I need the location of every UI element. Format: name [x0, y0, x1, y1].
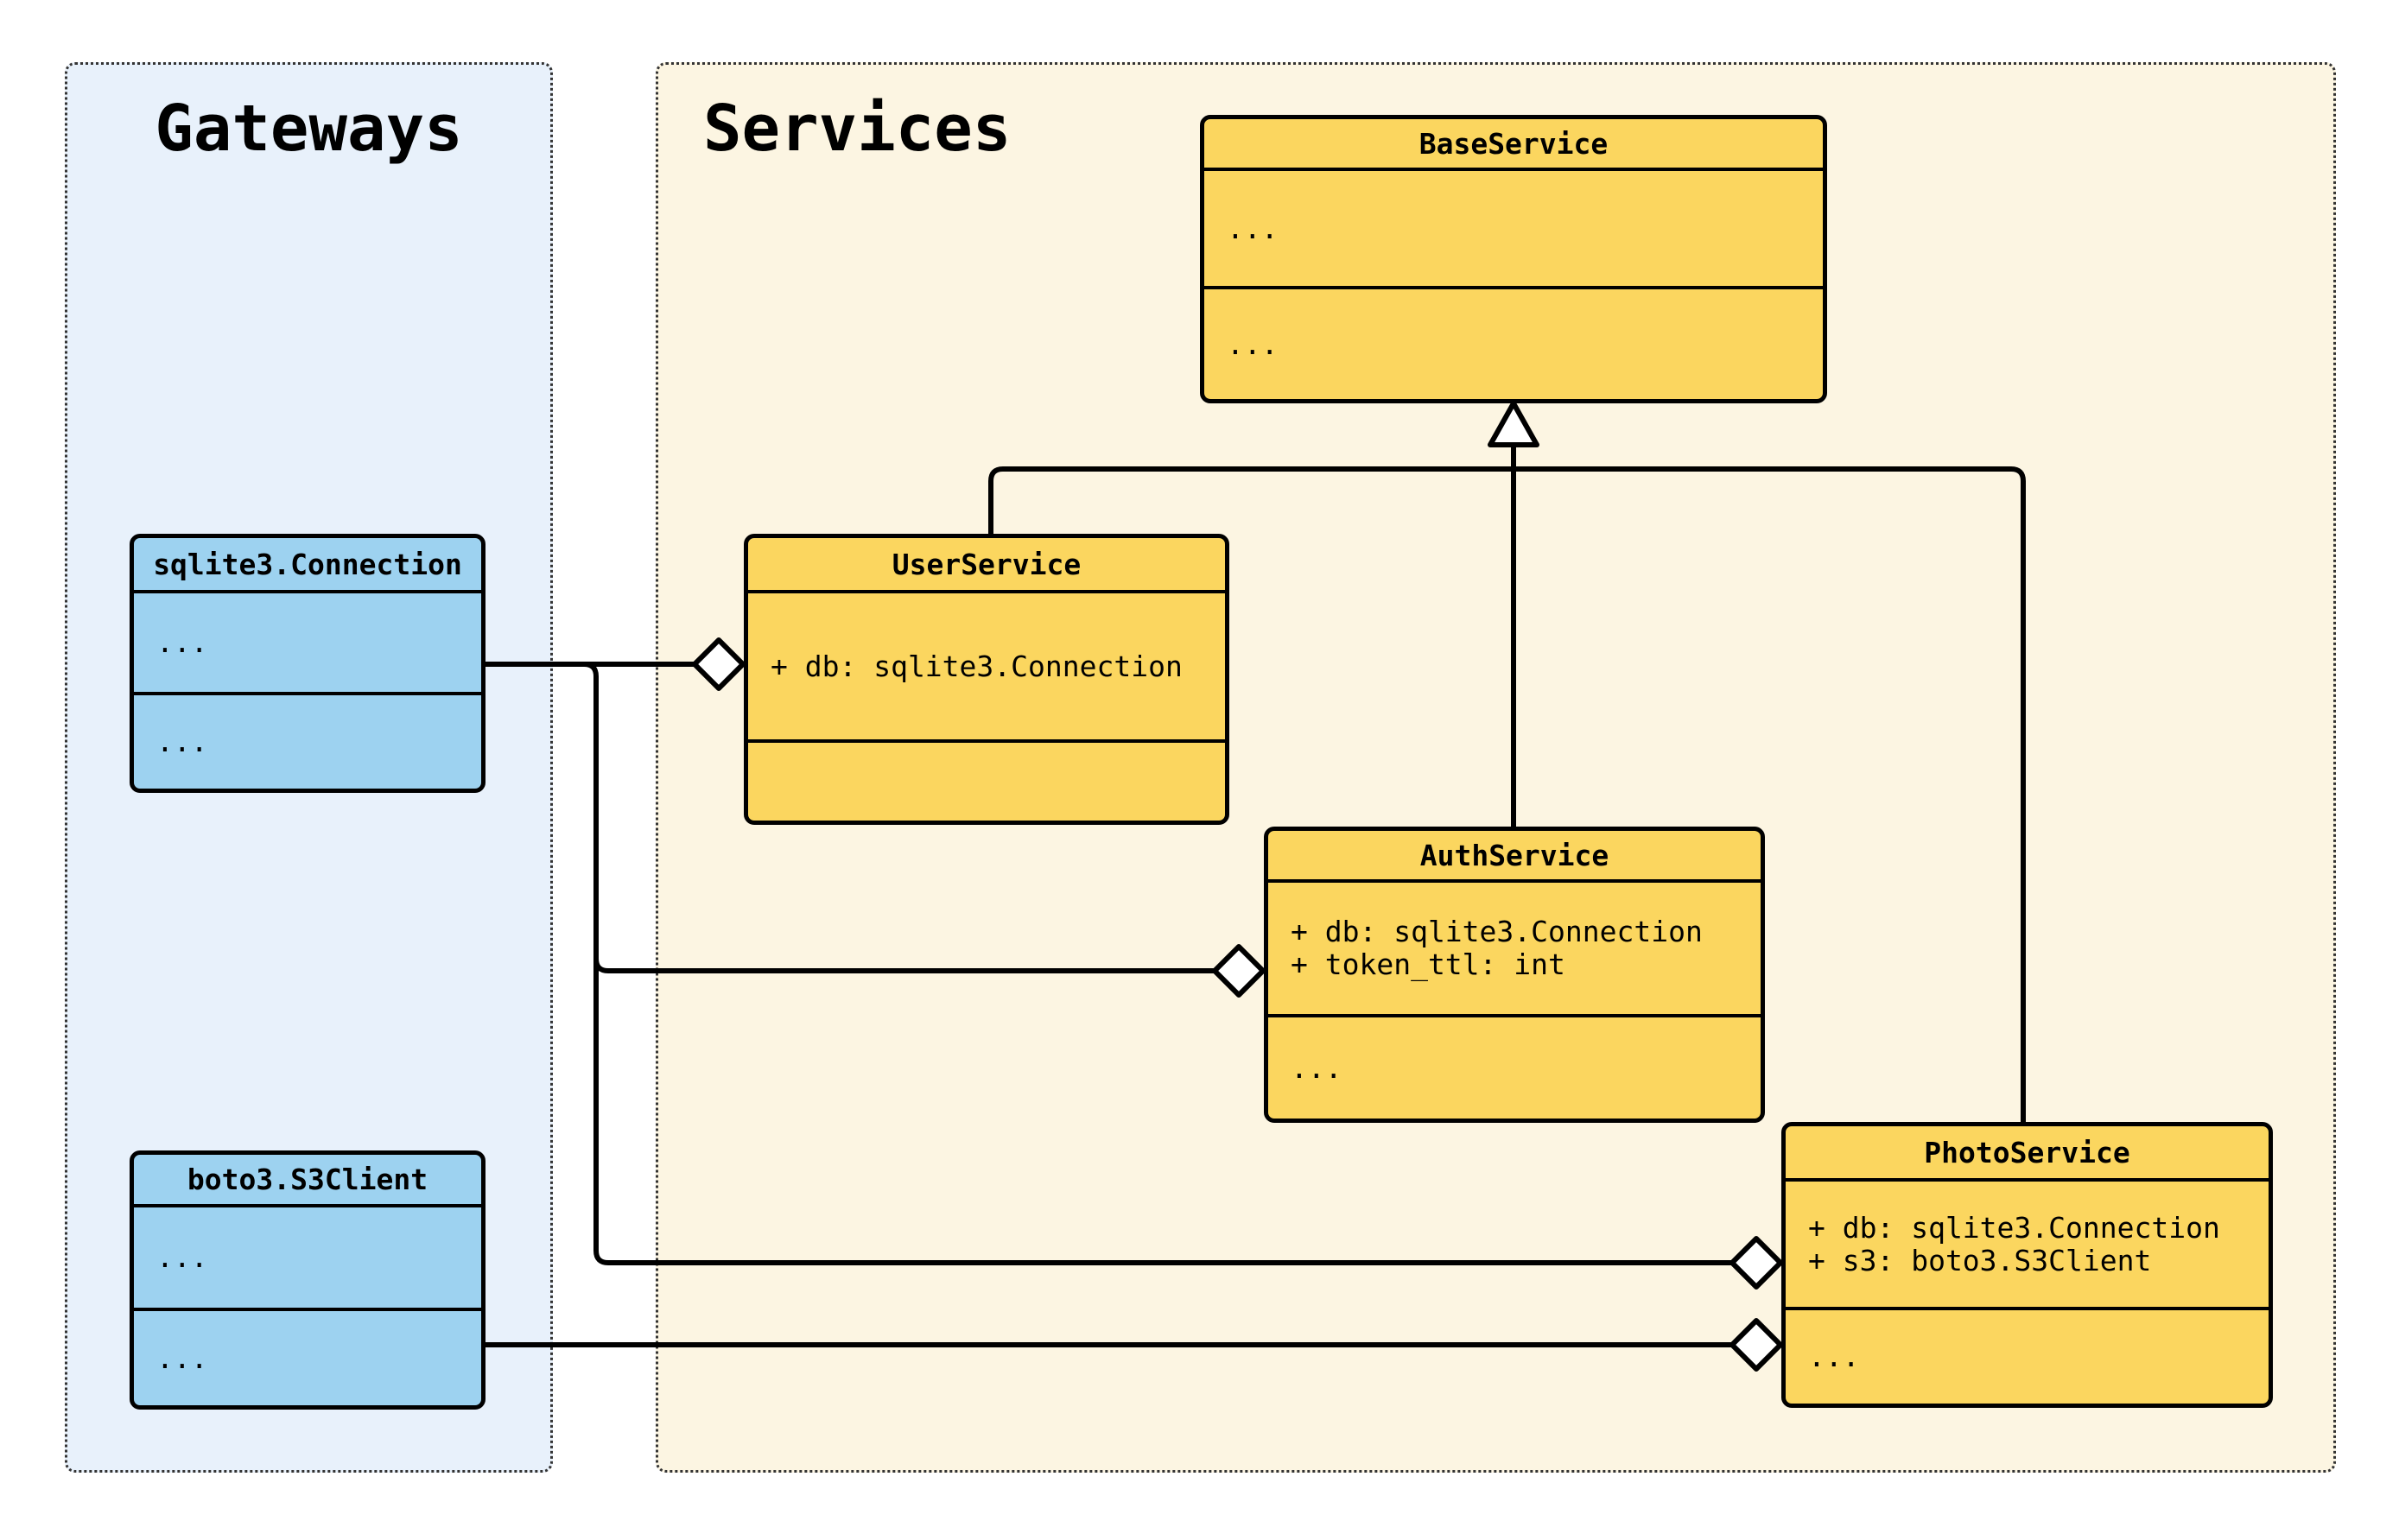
attribute-row: + db: sqlite3.Connection: [771, 649, 1183, 683]
class-authservice: AuthService + db: sqlite3.Connection + t…: [1264, 827, 1765, 1123]
class-baseservice-methods: ...: [1204, 289, 1823, 399]
class-photoservice-methods: ...: [1786, 1310, 2269, 1404]
class-baseservice-attributes: ...: [1204, 171, 1823, 289]
attribute-row: ...: [156, 625, 208, 659]
method-row: ...: [1808, 1340, 1860, 1373]
aggregation-diamond-authservice: [1212, 944, 1266, 998]
method-row: ...: [1227, 326, 1279, 361]
aggregation-edge-sqlite-to-authservice: [593, 958, 1215, 973]
class-photoservice: PhotoService + db: sqlite3.Connection + …: [1781, 1122, 2273, 1408]
class-photoservice-attributes: + db: sqlite3.Connection + s3: boto3.S3C…: [1786, 1182, 2269, 1310]
class-sqlite3-connection-methods: ...: [134, 695, 481, 789]
class-sqlite3-connection: sqlite3.Connection ... ...: [130, 534, 486, 793]
class-boto3-s3client-title: boto3.S3Client: [134, 1155, 481, 1207]
method-row: ...: [156, 725, 208, 758]
class-authservice-title: AuthService: [1268, 831, 1761, 883]
inheritance-triangle: [1488, 401, 1539, 447]
method-row: ...: [156, 1340, 208, 1375]
attribute-row: ...: [156, 1240, 208, 1274]
class-authservice-methods: ...: [1268, 1017, 1761, 1119]
class-authservice-attributes: + db: sqlite3.Connection + token_ttl: in…: [1268, 883, 1761, 1017]
class-sqlite3-connection-title: sqlite3.Connection: [134, 538, 481, 593]
attribute-row: + s3: boto3.S3Client: [1808, 1243, 2152, 1277]
method-row: ...: [1291, 1050, 1342, 1085]
class-baseservice-title: BaseService: [1204, 119, 1823, 171]
attribute-row: + token_ttl: int: [1291, 947, 1565, 981]
class-boto3-s3client-attributes: ...: [134, 1207, 481, 1311]
aggregation-diamond-userservice: [692, 637, 746, 691]
class-userservice-attributes: + db: sqlite3.Connection: [748, 593, 1225, 743]
class-userservice-title: UserService: [748, 538, 1225, 593]
group-services-title: Services: [703, 92, 1012, 166]
aggregation-edge-sqlite-to-photoservice: [583, 662, 1732, 1265]
class-userservice: UserService + db: sqlite3.Connection: [744, 534, 1229, 825]
aggregation-diamond-photoservice-s3: [1729, 1318, 1783, 1372]
inheritance-bus: [988, 466, 2026, 1122]
class-baseservice: BaseService ... ...: [1200, 115, 1827, 403]
class-userservice-methods: [748, 743, 1225, 821]
class-boto3-s3client-methods: ...: [134, 1311, 481, 1405]
class-photoservice-title: PhotoService: [1786, 1126, 2269, 1182]
class-sqlite3-connection-attributes: ...: [134, 593, 481, 695]
class-boto3-s3client: boto3.S3Client ... ...: [130, 1150, 486, 1410]
attribute-row: + db: sqlite3.Connection: [1291, 915, 1703, 948]
group-gateways-title: Gateways: [155, 92, 463, 166]
attribute-row: + db: sqlite3.Connection: [1808, 1210, 2220, 1245]
aggregation-diamond-photoservice-db: [1729, 1236, 1783, 1290]
attribute-row: ...: [1227, 211, 1279, 245]
